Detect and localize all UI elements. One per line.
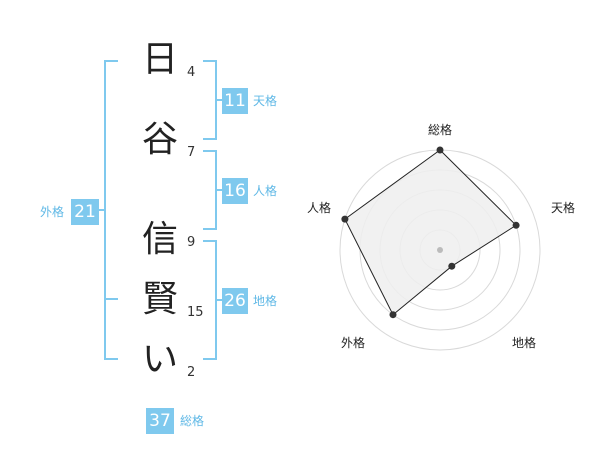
stroke-count-3: 9 (187, 235, 196, 250)
gaikaku-label: 外格 (40, 205, 65, 219)
radar-label-gaikaku: 外格 (341, 335, 365, 350)
radar-label-jinkaku: 人格 (307, 200, 331, 215)
name-char-1: 日 (141, 39, 178, 80)
stroke-count-5: 2 (187, 365, 196, 380)
radar-center-dot (437, 247, 443, 253)
chikaku-bracket-tick (215, 299, 222, 301)
name-char-4: 賢 (141, 279, 178, 320)
name-char-5: い (141, 339, 178, 380)
radar-label-soukaku: 総格 (428, 122, 452, 137)
jinkaku-label: 人格 (253, 184, 278, 198)
radar-point-0 (436, 146, 444, 154)
tenkaku-label: 天格 (253, 94, 278, 108)
name-char-2: 谷 (141, 119, 178, 160)
name-char-3: 信 (141, 219, 178, 260)
soukaku-value: 37 (146, 408, 174, 434)
radar-point-2 (448, 262, 456, 270)
jinkaku-value: 16 (222, 178, 248, 204)
stroke-count-1: 4 (187, 65, 196, 80)
radar-label-chikaku: 地格 (512, 335, 536, 350)
chikaku-label: 地格 (253, 294, 278, 308)
gaikaku-bracket-tick-mid (96, 209, 106, 211)
soukaku-label: 総格 (180, 414, 205, 428)
tenkaku-bracket-tick (215, 99, 222, 101)
gaikaku-value: 21 (71, 199, 99, 225)
radar-point-1 (512, 221, 520, 229)
radar-point-4 (341, 215, 349, 223)
gaikaku-bracket-tick-lower (104, 298, 118, 300)
radar-data-polygon (344, 149, 517, 316)
stroke-count-4: 15 (187, 305, 204, 320)
stroke-count-2: 7 (187, 145, 196, 160)
tenkaku-value: 11 (222, 88, 248, 114)
radar-point-3 (389, 311, 397, 319)
jinkaku-bracket-tick (215, 189, 222, 191)
radar-label-tenkaku: 天格 (551, 200, 575, 215)
chikaku-value: 26 (222, 288, 248, 314)
